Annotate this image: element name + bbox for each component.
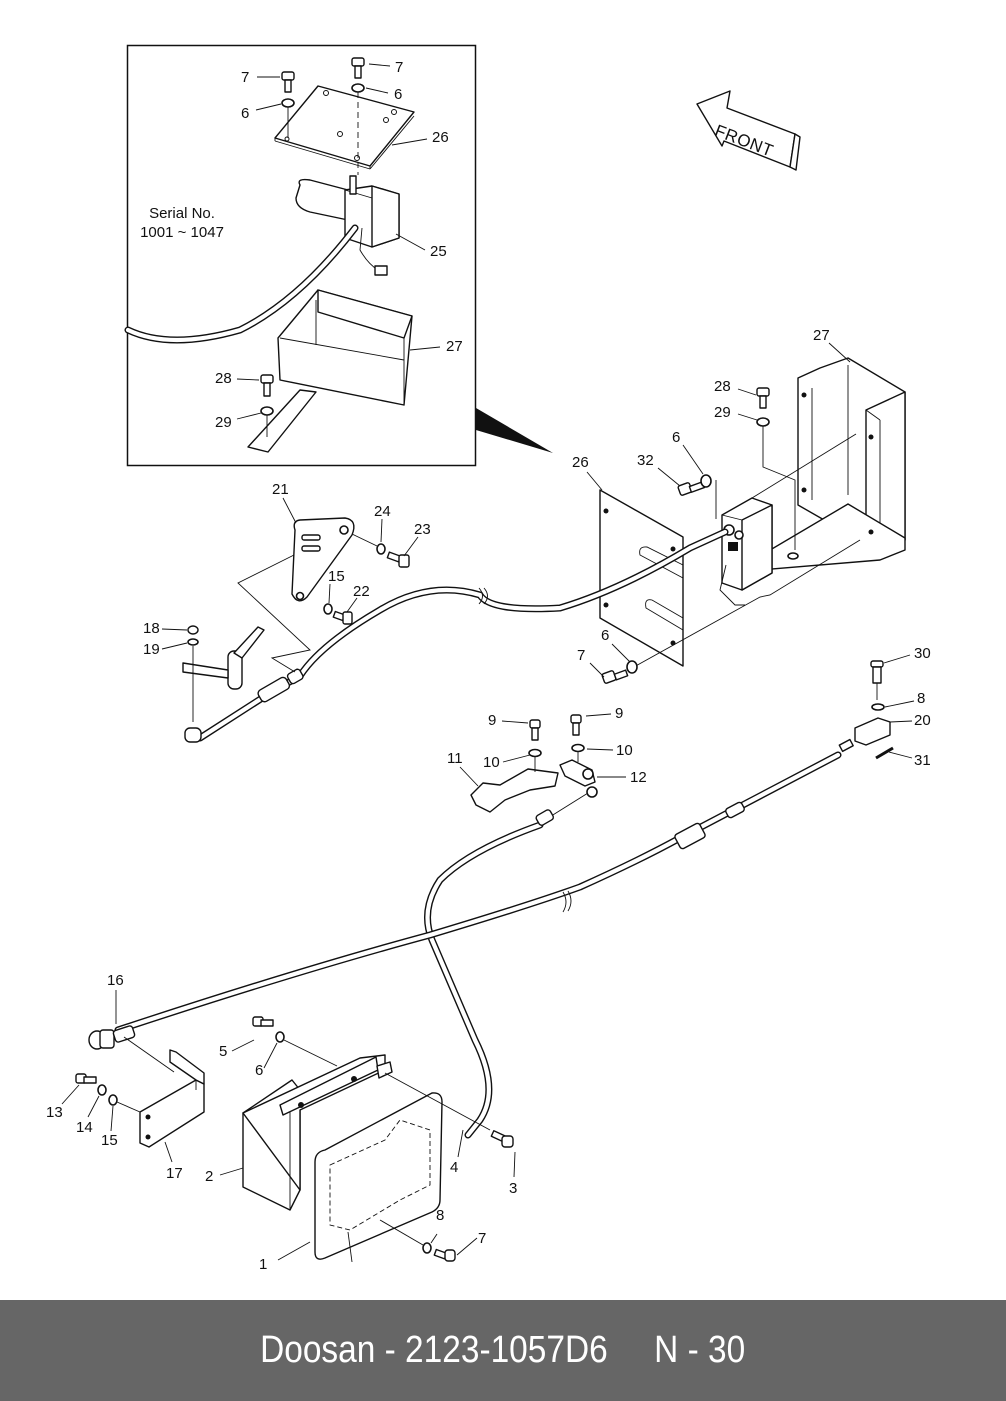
callout-label: 7 (577, 647, 586, 664)
clevis-20 (854, 717, 891, 746)
callout-label: 10 (483, 754, 500, 771)
bracket-17 (139, 1049, 205, 1148)
callout-label: 17 (166, 1165, 183, 1182)
parts-diagram: Serial No. 1001 ~ 1047 FRONT 7 7 6 6 26 … (46, 44, 931, 1273)
callout-label: 18 (143, 620, 160, 637)
callout-label: 6 (255, 1062, 264, 1079)
callout-label: 20 (914, 712, 931, 729)
bracket-11 (470, 768, 559, 813)
inset-strap (247, 389, 317, 453)
callout-label: 26 (432, 129, 449, 146)
callout-label: 27 (446, 338, 463, 355)
callout-label: 9 (615, 705, 624, 722)
callout-label: 2 (205, 1168, 214, 1185)
inset-plate-26 (274, 85, 415, 167)
serial-number-note: Serial No. 1001 ~ 1047 (134, 204, 230, 242)
serial-label: Serial No. (149, 205, 215, 222)
cable-bellows (257, 668, 304, 703)
footer-banner: Doosan - 2123-1057D6 N - 30 (0, 1300, 1006, 1401)
diagram-line-art (61, 44, 915, 1263)
callout-label: 8 (917, 690, 926, 707)
controller-box (715, 433, 857, 606)
callout-label: 25 (430, 243, 447, 260)
callout-label: 6 (241, 105, 250, 122)
callout-label: 9 (488, 712, 497, 729)
bracket-21 (291, 517, 355, 602)
callout-label: 28 (215, 370, 232, 387)
callout-label: 4 (450, 1159, 459, 1176)
callout-label: 16 (107, 972, 124, 989)
callout-label: 27 (813, 327, 830, 344)
callout-label: 28 (714, 378, 731, 395)
front-arrow-icon (696, 90, 801, 171)
callout-label: 10 (616, 742, 633, 759)
inset-pointer (476, 408, 553, 453)
bracket-27 (759, 357, 906, 571)
callout-label: 6 (601, 627, 610, 644)
callout-label: 8 (436, 1207, 445, 1224)
callout-label: 6 (672, 429, 681, 446)
cable-adjuster (674, 801, 745, 850)
lever-arm (182, 626, 265, 690)
callout-label: 3 (509, 1180, 518, 1197)
callout-label: 5 (219, 1043, 228, 1060)
bracket-2 (242, 1054, 393, 1211)
callout-label: 12 (630, 769, 647, 786)
callout-label: 29 (215, 414, 232, 431)
module-1 (314, 1092, 443, 1263)
callout-label: 7 (395, 59, 404, 76)
callout-label: 30 (914, 645, 931, 662)
footer-text: Doosan - 2123-1057D6 N - 30 (260, 1329, 746, 1371)
callout-label: 1 (259, 1256, 268, 1273)
leader-lines (61, 342, 915, 1261)
callout-label: 21 (272, 481, 289, 498)
callout-label: 29 (714, 404, 731, 421)
inset-panel (124, 44, 553, 467)
knob-16 (88, 1025, 136, 1050)
callout-label: 19 (143, 641, 160, 658)
callout-label: 26 (572, 454, 589, 471)
callout-label: 13 (46, 1104, 63, 1121)
callout-label: 15 (328, 568, 345, 585)
serial-range: 1001 ~ 1047 (140, 224, 224, 241)
callout-label: 14 (76, 1119, 93, 1136)
callout-label: 7 (241, 69, 250, 86)
callout-label: 31 (914, 752, 931, 769)
callout-label: 22 (353, 583, 370, 600)
callout-label: 15 (101, 1132, 118, 1149)
callout-label: 32 (637, 452, 654, 469)
callout-label: 11 (447, 750, 463, 767)
callout-label: 7 (478, 1230, 487, 1247)
callout-label: 23 (414, 521, 431, 538)
callout-label: 24 (374, 503, 391, 520)
callout-label: 6 (394, 86, 403, 103)
